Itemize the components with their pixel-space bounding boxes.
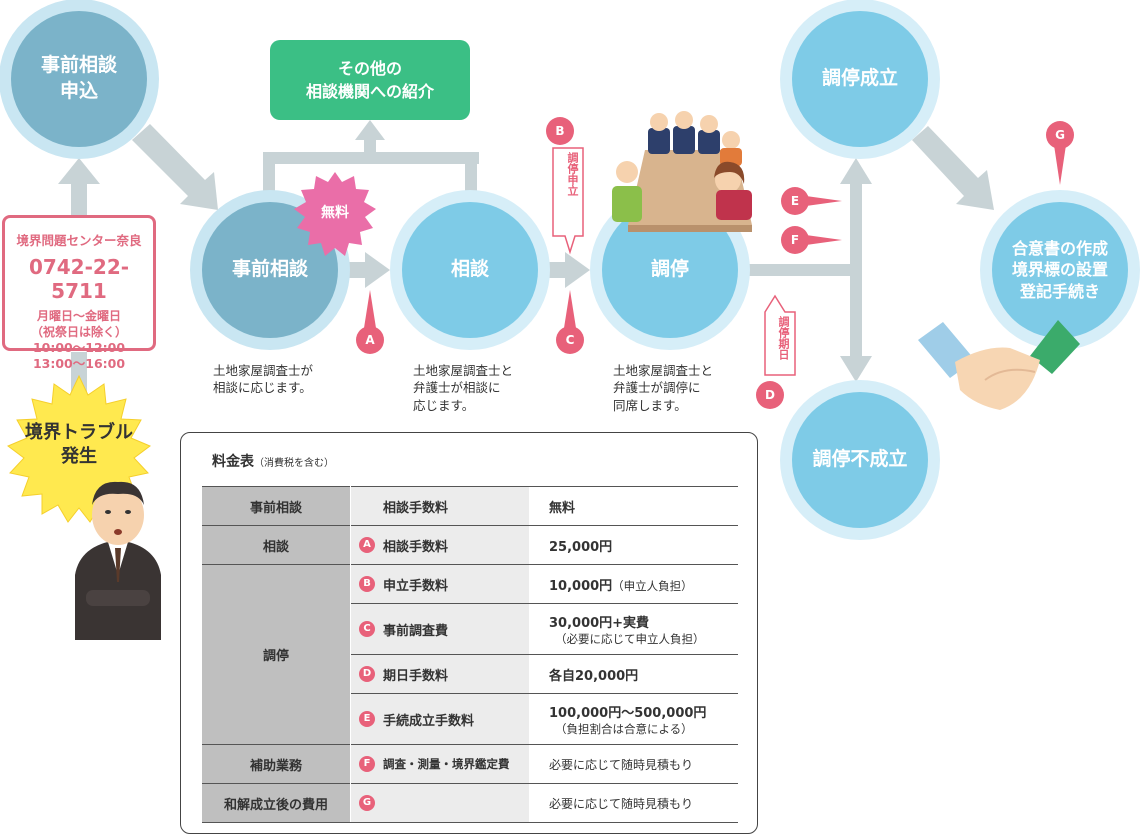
fee-note: （必要に応じて申立人負担） xyxy=(555,631,705,646)
table-row: 相談 A 相談手数料 25,000円 xyxy=(202,525,738,565)
fee-amount: 無料 xyxy=(549,500,576,516)
meeting-illustration xyxy=(612,111,752,232)
fee-item: 調査・測量・境界鑑定費 xyxy=(383,757,510,771)
marker-dot: E xyxy=(359,711,375,727)
node-final: 合意書の作成 境界標の設置 登記手続き xyxy=(1011,238,1108,301)
table-row: E 手続成立手数料 100,000円〜500,000円（負担割合は合意による） xyxy=(202,693,738,745)
marker-dot: B xyxy=(359,576,375,592)
fee-note: （負担割合は合意による） xyxy=(555,721,693,736)
fee-cat: 事前相談 xyxy=(202,486,351,526)
fee-item: 申立手数料 xyxy=(383,578,449,594)
marker-dot: D xyxy=(359,666,375,682)
fee-amount: 必要に応じて随時見積もり xyxy=(549,757,694,772)
fee-title: 料金表（消費税を含む） xyxy=(212,451,334,471)
contact-hours: 10:00〜12:00 13:00〜16:00 xyxy=(32,340,126,371)
contact-box: 境界問題センター奈良 0742-22-5711 月曜日〜金曜日 （祝祭日は除く）… xyxy=(2,215,156,371)
fee-item: 相談手数料 xyxy=(383,500,449,516)
marker-f: F xyxy=(790,232,800,247)
fee-item: 期日手数料 xyxy=(383,668,449,684)
fee-note: （申立人負担） xyxy=(612,578,693,593)
desc-consult: 土地家屋調査士と 弁護士が相談に 応じます。 xyxy=(413,363,514,413)
fee-cat: 和解成立後の費用 xyxy=(202,783,351,823)
fee-item: 相談手数料 xyxy=(383,539,449,555)
table-row: 和解成立後の費用 G 必要に応じて随時見積もり xyxy=(202,783,738,823)
marker-flags xyxy=(552,147,796,376)
fee-amount: 10,000円 xyxy=(549,578,613,594)
contact-days: 月曜日〜金曜日 （祝祭日は除く） xyxy=(30,309,127,339)
fee-cat: 調停 xyxy=(202,564,351,745)
fee-title-note: （消費税を含む） xyxy=(254,458,334,469)
node-success: 調停成立 xyxy=(821,67,898,90)
node-apply: 事前相談 申込 xyxy=(40,54,117,102)
table-row: 補助業務 F 調査・測量・境界鑑定費 必要に応じて随時見積もり xyxy=(202,744,738,784)
fee-amount: 100,000円〜500,000円 xyxy=(549,705,707,721)
node-mediation: 調停 xyxy=(650,258,689,281)
table-row: 調停 B 申立手数料 10,000円（申立人負担） xyxy=(202,564,738,745)
marker-pins xyxy=(356,117,1074,409)
contact-phone: 0742-22-5711 xyxy=(28,255,130,303)
marker-dot: C xyxy=(359,621,375,637)
trouble-label: 境界トラブル 発生 xyxy=(25,421,133,467)
marker-a: A xyxy=(365,332,375,347)
marker-g: G xyxy=(1055,127,1065,142)
table-row: 事前相談 相談手数料 無料 xyxy=(202,486,738,526)
desc-pre-consult: 土地家屋調査士が 相談に応じます。 xyxy=(213,363,314,396)
free-badge: 無料 xyxy=(321,204,349,221)
fee-table: 事前相談 相談手数料 無料 相談 A 相談手数料 25,000円 調停 B 申立手数… xyxy=(202,486,738,823)
fee-item: 手続成立手数料 xyxy=(383,713,475,729)
contact-name: 境界問題センター奈良 xyxy=(16,233,142,248)
node-failure: 調停不成立 xyxy=(812,448,908,471)
node-pre-consult: 事前相談 xyxy=(231,258,308,281)
fee-item: 事前調査費 xyxy=(383,623,449,639)
table-row: C 事前調査費 30,000円+実費（必要に応じて申立人負担） xyxy=(202,603,738,655)
fee-cat: 相談 xyxy=(202,525,351,565)
fee-amount: 必要に応じて随時見積もり xyxy=(549,796,694,811)
fee-amount: 25,000円 xyxy=(549,539,613,555)
flag-label-b: 調停申立 xyxy=(566,152,579,196)
flag-label-d: 調停期日 xyxy=(777,316,790,360)
free-starburst xyxy=(294,172,376,256)
fee-title-text: 料金表 xyxy=(212,454,254,470)
fee-amount: 30,000円+実費 xyxy=(549,615,650,631)
marker-b: B xyxy=(555,123,565,138)
handshake-illustration xyxy=(918,320,1080,410)
other-orgs-box: その他の 相談機関への紹介 xyxy=(270,40,470,120)
marker-dot: G xyxy=(359,795,375,811)
fee-amount: 各自20,000円 xyxy=(549,668,639,684)
fee-cat: 補助業務 xyxy=(202,744,351,784)
flow-arrows xyxy=(58,120,994,402)
businessman-illustration xyxy=(75,481,161,640)
table-row: D 期日手数料 各自20,000円 xyxy=(202,654,738,694)
marker-dot: F xyxy=(359,756,375,772)
node-consult: 相談 xyxy=(450,258,489,281)
marker-c: C xyxy=(565,332,575,347)
marker-d: D xyxy=(765,387,775,402)
desc-mediation: 土地家屋調査士と 弁護士が調停に 同席します。 xyxy=(613,363,714,413)
marker-dot: A xyxy=(359,537,375,553)
marker-e: E xyxy=(790,193,800,208)
